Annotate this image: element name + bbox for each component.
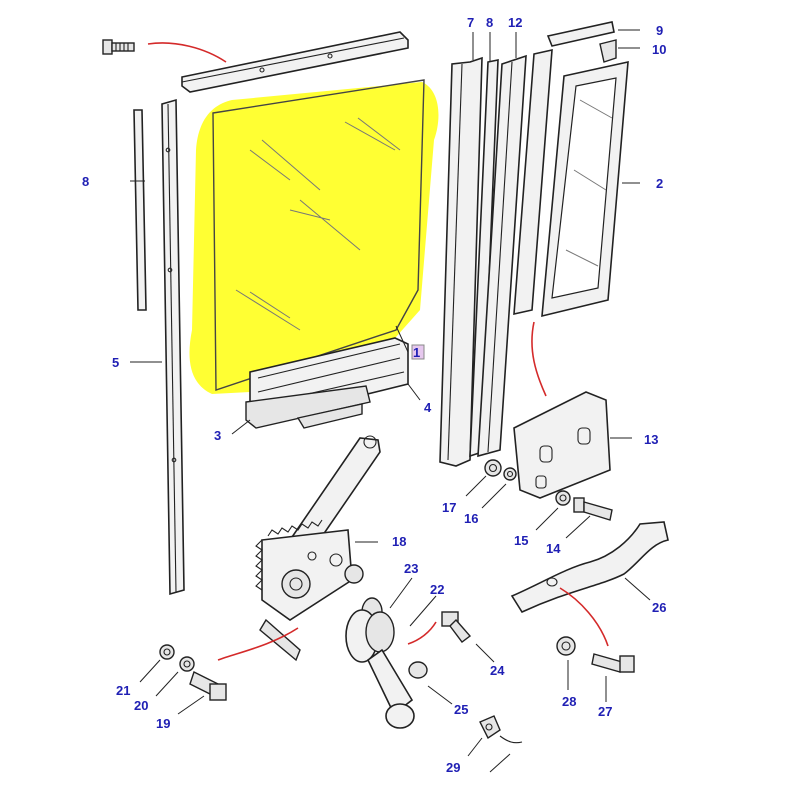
- label-16[interactable]: 16: [464, 511, 478, 526]
- bolt-part-19[interactable]: [189, 671, 227, 701]
- label-14[interactable]: 14: [546, 541, 561, 556]
- screw-part[interactable]: [102, 39, 135, 55]
- part-labels: 1 2 3 4 5 7 8 8 9 10 12 13 14 15 16 17 1…: [82, 15, 666, 775]
- knob-part-25[interactable]: [408, 661, 428, 679]
- cable-line: [499, 735, 523, 744]
- label-1[interactable]: 1: [413, 345, 420, 360]
- label-8-left[interactable]: 8: [82, 174, 89, 189]
- interior-handle-part-26[interactable]: [510, 521, 669, 614]
- label-12[interactable]: 12: [508, 15, 522, 30]
- label-2[interactable]: 2: [656, 176, 663, 191]
- left-thin-strip-part[interactable]: [133, 109, 147, 311]
- regulator-part-18[interactable]: [255, 435, 381, 662]
- handle-red-arrow: [559, 587, 609, 647]
- label-9[interactable]: 9: [656, 23, 663, 38]
- washer-part-21[interactable]: [159, 644, 175, 660]
- regulator-red-arrow: [217, 627, 299, 661]
- washer-part-15[interactable]: [555, 490, 571, 506]
- label-3[interactable]: 3: [214, 428, 221, 443]
- label-25[interactable]: 25: [454, 702, 468, 717]
- label-23[interactable]: 23: [404, 561, 418, 576]
- label-24[interactable]: 24: [490, 663, 505, 678]
- label-5[interactable]: 5: [112, 355, 119, 370]
- label-4[interactable]: 4: [424, 400, 432, 415]
- label-17[interactable]: 17: [442, 500, 456, 515]
- label-28[interactable]: 28: [562, 694, 576, 709]
- bolt-part-24[interactable]: [441, 611, 472, 643]
- washer-part-20[interactable]: [179, 656, 195, 672]
- top-channel-part[interactable]: [181, 31, 409, 93]
- bolt-part-14[interactable]: [573, 497, 613, 521]
- run-channel-7[interactable]: [439, 56, 483, 467]
- label-26[interactable]: 26: [652, 600, 666, 615]
- label-7[interactable]: 7: [467, 15, 474, 30]
- screw-red-arrow: [147, 42, 227, 63]
- label-18[interactable]: 18: [392, 534, 406, 549]
- label-10[interactable]: 10: [652, 42, 666, 57]
- fitting-part-29[interactable]: [479, 715, 501, 740]
- nut-part-17[interactable]: [484, 459, 502, 477]
- label-21[interactable]: 21: [116, 683, 130, 698]
- vent-red-arrow: [531, 321, 547, 397]
- label-29[interactable]: 29: [446, 760, 460, 775]
- washer-part-16[interactable]: [503, 467, 517, 481]
- label-22[interactable]: 22: [430, 582, 444, 597]
- lift-channel-part[interactable]: [245, 385, 371, 429]
- label-13[interactable]: 13: [644, 432, 658, 447]
- label-8-top[interactable]: 8: [486, 15, 493, 30]
- cap-part-9[interactable]: [546, 21, 615, 47]
- strip-part-10[interactable]: [599, 39, 617, 63]
- run-channel-12[interactable]: [477, 54, 527, 458]
- glass-panel-highlighted[interactable]: [189, 79, 439, 394]
- winder-red-arrow: [407, 621, 437, 645]
- winder-handle-part-22[interactable]: [345, 609, 415, 729]
- label-19[interactable]: 19: [156, 716, 170, 731]
- left-channel-part[interactable]: [161, 98, 185, 596]
- leader-lines: [130, 29, 651, 773]
- nut-part-28[interactable]: [556, 636, 576, 656]
- vent-frame-part-2[interactable]: [513, 48, 629, 318]
- bolt-part-27[interactable]: [591, 653, 635, 673]
- hinge-bracket-part[interactable]: [513, 391, 611, 499]
- label-27[interactable]: 27: [598, 704, 612, 719]
- label-20[interactable]: 20: [134, 698, 148, 713]
- part-1-box: [411, 344, 425, 360]
- label-15[interactable]: 15: [514, 533, 528, 548]
